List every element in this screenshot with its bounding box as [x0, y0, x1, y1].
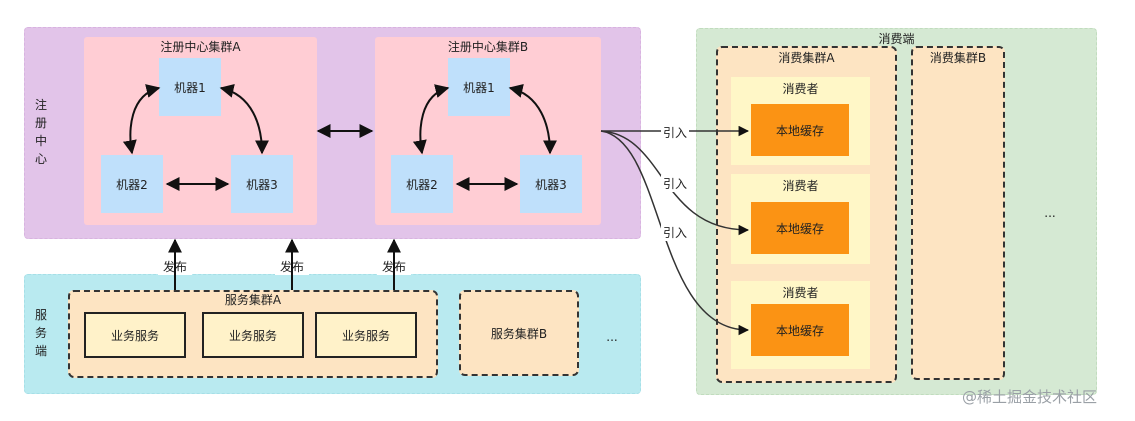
watermark: @稀土掘金技术社区	[962, 388, 1098, 406]
import-label-1: 引入	[661, 124, 689, 141]
arrow-b-m1-m3	[508, 84, 557, 155]
registry-b-machine-3: 机器3	[520, 155, 582, 213]
consumer-cluster-b-title: 消费集群B	[929, 51, 987, 65]
registry-cluster-b-title: 注册中心集群B	[447, 40, 529, 54]
registry-label: 注册中心	[34, 98, 47, 166]
consumer-ellipsis: ...	[1044, 206, 1056, 220]
consumer-cluster-a-title: 消费集群A	[778, 51, 835, 65]
business-service-3: 业务服务	[315, 312, 417, 358]
consumer-label: 消费端	[878, 32, 915, 46]
import-label-2: 引入	[661, 175, 689, 192]
registry-b-machine-1: 机器1	[448, 58, 510, 116]
service-cluster-a-title: 服务集群A	[224, 293, 282, 307]
business-service-2: 业务服务	[202, 312, 304, 358]
local-cache-1: 本地缓存	[751, 104, 849, 156]
registry-a-machine-2: 机器2	[101, 155, 163, 213]
import-label-3: 引入	[661, 224, 689, 241]
registry-cluster-a-title: 注册中心集群A	[160, 40, 241, 54]
consumer-3-title: 消费者	[782, 286, 819, 300]
local-cache-3: 本地缓存	[751, 304, 849, 356]
service-label: 服务端	[34, 308, 47, 358]
consumer-1-title: 消费者	[782, 82, 819, 96]
consumer-cluster-b	[911, 46, 1005, 380]
service-ellipsis: ...	[606, 330, 618, 344]
arrow-a-m1-m2	[122, 84, 161, 155]
consumer-2-title: 消费者	[782, 179, 819, 193]
registry-a-machine-3: 机器3	[231, 155, 293, 213]
business-service-1: 业务服务	[84, 312, 186, 358]
registry-b-machine-2: 机器2	[391, 155, 453, 213]
service-cluster-b: 服务集群B	[459, 290, 579, 376]
registry-a-machine-1: 机器1	[159, 58, 221, 116]
arrow-b-m1-m2	[412, 84, 450, 155]
arrow-a-m1-m3	[219, 83, 269, 155]
local-cache-2: 本地缓存	[751, 202, 849, 254]
